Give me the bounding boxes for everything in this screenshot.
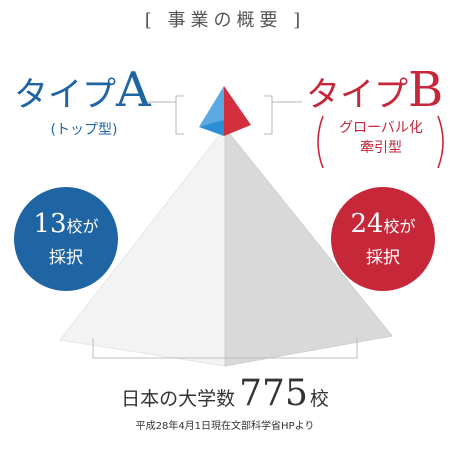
section-title: [ 事業の概要 ]: [144, 10, 306, 31]
type-b-letter: B: [408, 62, 444, 118]
pyramid-right-face: [224, 126, 393, 367]
type-b-description-line1: グローバル化: [339, 120, 423, 136]
type-b-label: タイプ: [306, 75, 408, 115]
pyramid-cap-edge: [199, 86, 224, 127]
type-b-count-unit: 校が: [383, 217, 416, 236]
type-a-description: (トップ型): [50, 122, 118, 138]
type-b-description-line2: 牽引型: [360, 140, 402, 156]
bracket-left: [175, 95, 184, 135]
type-a-status: 採択: [49, 248, 83, 268]
source-note: 平成28年4月1日現在文部科学省HPより: [135, 421, 315, 432]
bracket-right: [264, 95, 273, 135]
paren-left: [317, 115, 324, 169]
type-b-count: 24: [350, 209, 384, 239]
type-a-count-badge: 13校が 採択: [14, 187, 118, 291]
type-b-count-badge: 24校が 採択: [331, 187, 435, 291]
type-a-count: 13: [33, 209, 67, 239]
type-a-label: タイプ: [14, 75, 116, 115]
type-b-heading: タイプB: [306, 66, 443, 114]
type-a-count-unit: 校が: [66, 217, 99, 236]
type-a-heading: タイプA: [14, 66, 151, 114]
pyramid-cap-right-face: [224, 86, 251, 136]
type-b-description: グローバル化 牽引型: [316, 118, 446, 158]
total-prefix: 日本の大学数: [121, 388, 236, 410]
type-a-letter: A: [116, 62, 151, 118]
total-suffix: 校: [309, 388, 329, 410]
base-bracket: [92, 338, 358, 359]
total-number: 775: [239, 373, 308, 414]
paren-right: [437, 115, 444, 169]
type-b-status: 採択: [366, 248, 400, 268]
